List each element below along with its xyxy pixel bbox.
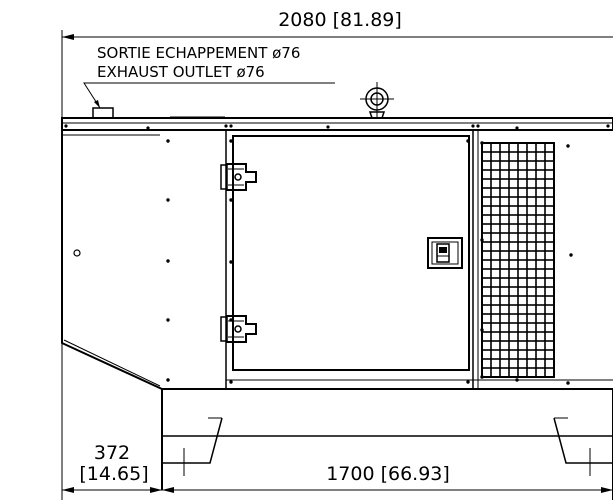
front-overhang-label: 372 [94, 442, 130, 464]
base-frame [161, 389, 613, 500]
door-handle-icon [427, 237, 463, 269]
exhaust-label-en: EXHAUST OUTLET ø76 [97, 63, 265, 81]
door-hinge-icon [220, 163, 257, 191]
roof-rail [61, 116, 613, 131]
overall-length-label: 2080 [81.89] [278, 9, 402, 31]
arrow-left-icon [62, 34, 74, 40]
overall-dimension: 2080 [81.89] [61, 9, 613, 118]
exhaust-outlet-icon [92, 107, 114, 119]
base-dimensions: 372 [14.65] 1700 [66.93] [61, 343, 613, 500]
leader-arrow-icon [94, 100, 100, 108]
enclosure-body [61, 130, 613, 390]
air-grille [480, 141, 555, 379]
access-door [232, 135, 470, 371]
panel-hole-icon [73, 249, 81, 257]
exhaust-note: SORTIE ECHAPPEMENT ø76 EXHAUST OUTLET ø7… [83, 44, 335, 119]
door-hinge-icon [220, 315, 257, 343]
lifting-eye-icon [360, 82, 394, 119]
exhaust-label-fr: SORTIE ECHAPPEMENT ø76 [97, 44, 300, 62]
front-overhang-inch-label: [14.65] [79, 463, 148, 485]
base-length-label: 1700 [66.93] [326, 463, 450, 485]
